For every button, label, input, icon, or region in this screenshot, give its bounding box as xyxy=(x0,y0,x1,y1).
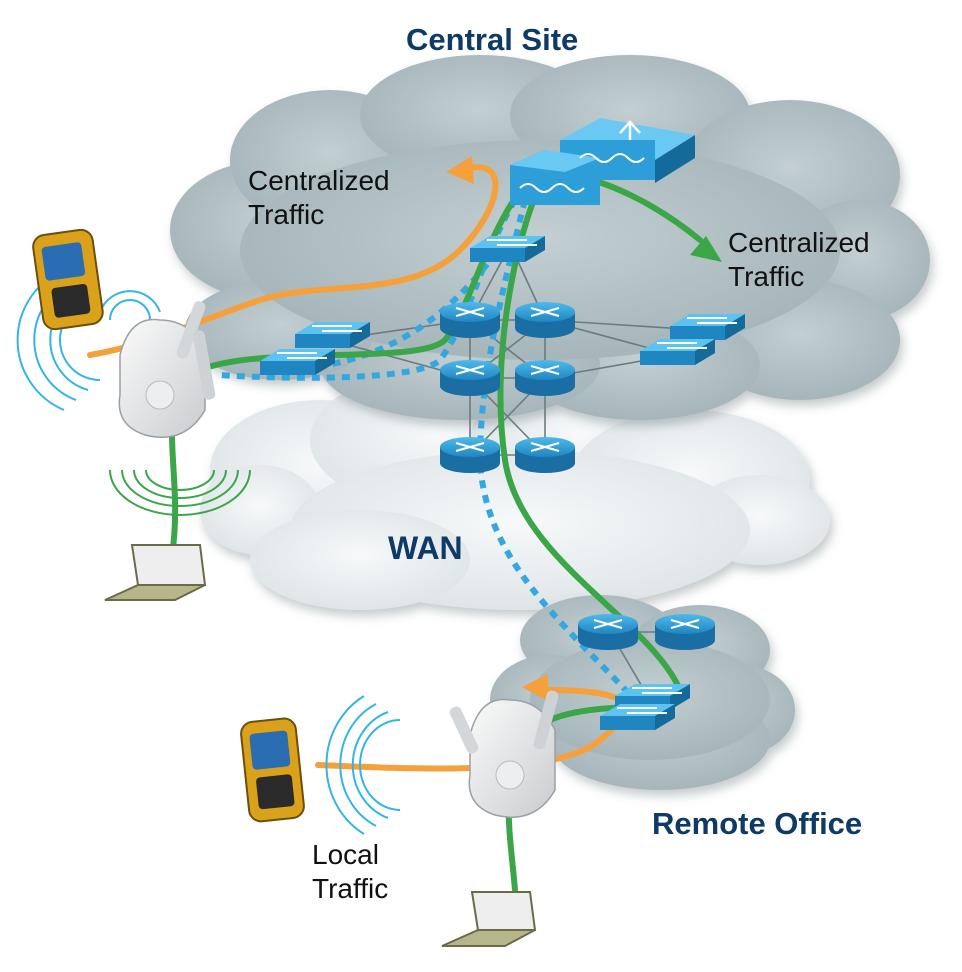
central-site-title: Central Site xyxy=(406,22,579,57)
radio-waves-remote-blue xyxy=(325,695,401,835)
remote-office-title: Remote Office xyxy=(652,806,863,841)
radio-waves-central-green xyxy=(109,469,251,516)
laptop-icon xyxy=(441,891,537,947)
switch-icon xyxy=(670,314,745,340)
switch-icon xyxy=(600,704,675,730)
switch-group xyxy=(260,236,745,730)
orange-arrowhead-central xyxy=(446,156,474,184)
switch-icon xyxy=(260,349,335,375)
router-icon xyxy=(515,360,575,396)
switch-icon xyxy=(470,236,545,262)
access-point-icon xyxy=(449,690,559,818)
router-icon xyxy=(440,302,500,338)
wan-label: WAN xyxy=(388,530,463,566)
router-icon xyxy=(578,614,638,650)
router-icon xyxy=(440,360,500,396)
router-icon xyxy=(655,614,715,650)
router-icon xyxy=(440,437,500,473)
switch-icon xyxy=(295,322,370,348)
centralized-traffic-label-left: Centralized Traffic xyxy=(248,165,390,230)
access-point-icon xyxy=(118,301,216,438)
router-icon xyxy=(515,302,575,338)
centralized-traffic-label-right: Centralized Traffic xyxy=(728,227,870,292)
laptop-icon xyxy=(104,544,207,601)
local-traffic-label: Local Traffic xyxy=(312,839,389,904)
router-group xyxy=(440,302,715,650)
orange-arrowhead-remote xyxy=(522,674,548,701)
router-icon xyxy=(515,437,575,473)
green-arrowhead xyxy=(690,236,722,262)
ip-phone-icon xyxy=(32,228,104,331)
wireless-controller-icon xyxy=(510,118,695,205)
switch-icon xyxy=(640,339,715,365)
ip-phone-icon xyxy=(240,717,305,823)
